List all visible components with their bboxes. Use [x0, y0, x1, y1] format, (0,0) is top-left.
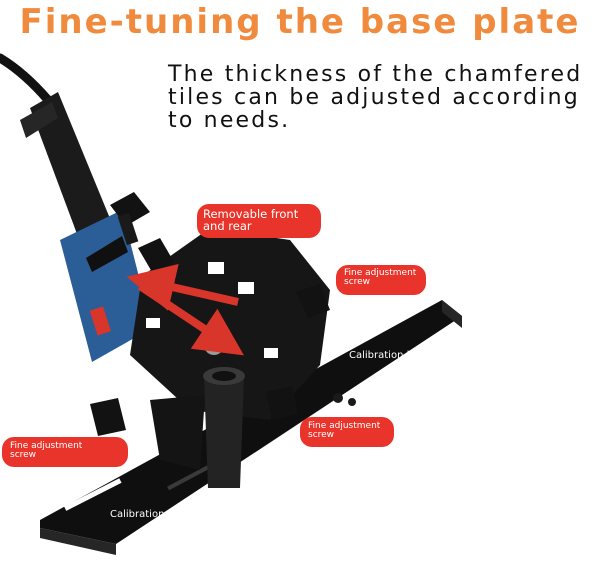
headline: Fine-tuning the base plate [19, 2, 581, 42]
callout-text: Removable front [203, 207, 299, 221]
description-line: tiles can be adjusted according [168, 85, 580, 110]
screw [348, 398, 356, 406]
description: The thickness of the chamfered tiles can… [168, 63, 598, 132]
knob-left-upper [138, 238, 174, 272]
arrow-icon [137, 282, 244, 356]
callout-text: Fine adjustment [10, 441, 83, 451]
callout-text: Fine adjustment [308, 421, 381, 431]
callout-text: screw [10, 450, 37, 461]
side-handle [203, 367, 245, 488]
callout-text: and rear [203, 219, 252, 234]
screw [333, 393, 343, 403]
arrow-icon [126, 263, 239, 311]
slot [358, 301, 416, 334]
power-cord [0, 53, 53, 105]
knob-top [110, 192, 150, 246]
callout-fine-adjustment-mid: Fine adjustment screw [300, 417, 394, 447]
callout-text: screw [344, 277, 371, 288]
knob-left-lower [90, 398, 126, 436]
knob-right [296, 284, 330, 318]
angle-grinder [20, 92, 152, 362]
callout-text: screw [308, 430, 335, 441]
calibration-line-label-right: Calibration line [349, 350, 425, 361]
description-line: The thickness of the chamfered [168, 62, 583, 87]
callout-fine-adjustment-right: Fine adjustment screw [336, 265, 426, 295]
callout-text: Fine adjustment [344, 268, 417, 278]
base-plate [40, 300, 462, 555]
callout-removable-front-rear: Removable front and rear [197, 204, 321, 238]
knob-mid [266, 386, 298, 420]
callout-fine-adjustment-left: Fine adjustment screw [2, 437, 128, 467]
calibration-line-label-left: Calibration line [110, 509, 186, 520]
slot [64, 478, 122, 511]
description-line: to needs. [168, 108, 291, 133]
